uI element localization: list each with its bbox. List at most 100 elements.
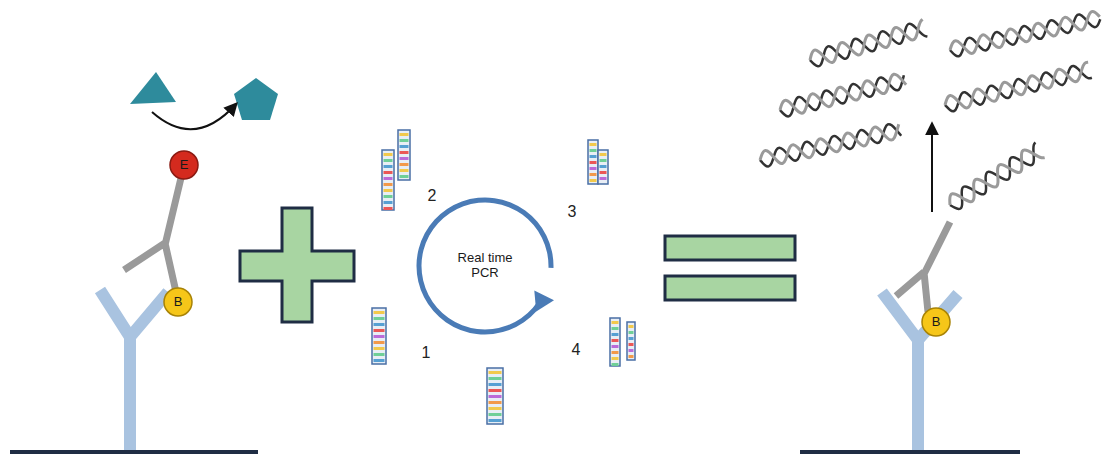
dna-fragment [598, 150, 608, 184]
base-pair [400, 175, 409, 178]
base-pair [590, 155, 597, 158]
circle-shape [164, 288, 192, 316]
base-pair [374, 323, 385, 326]
step-number: 3 [568, 203, 577, 221]
circle-letter: B [174, 295, 183, 310]
dna-fragment [588, 140, 598, 184]
base-pair [600, 159, 607, 162]
product [234, 78, 278, 120]
base-pair [629, 343, 634, 346]
dna-strand [760, 124, 901, 166]
detection-antibody [896, 222, 950, 312]
base-pair [600, 177, 607, 180]
capture-antibody [882, 292, 958, 450]
cycle-title: Real time PCR [445, 251, 525, 281]
dna-fragment [372, 308, 386, 364]
base-pair [374, 329, 385, 332]
reaction-arrow [152, 104, 236, 129]
base-pair [384, 207, 393, 210]
base-pair [489, 395, 502, 398]
dna-strand [945, 66, 1092, 111]
dna-strand [945, 62, 1088, 108]
base-pair [400, 157, 409, 160]
base-pair [600, 153, 607, 156]
base-pair [384, 171, 393, 174]
base-pair [612, 351, 619, 354]
base-pair [590, 143, 597, 146]
dna-strand [760, 124, 899, 163]
detection-antibody [124, 178, 181, 292]
dna-strand [780, 74, 906, 113]
base-pair [374, 335, 385, 338]
base-pair [590, 167, 597, 170]
base-pair [384, 177, 393, 180]
base-pair [629, 349, 634, 352]
base-pair [612, 321, 619, 324]
base-pair [400, 151, 409, 154]
base-pair [374, 347, 385, 350]
base-pair [590, 149, 597, 152]
base-pair [612, 339, 619, 342]
cycle-ring [417, 197, 554, 334]
dna-strand [950, 150, 1045, 205]
base-pair [400, 133, 409, 136]
base-pair [629, 325, 634, 328]
amplification-arrow [931, 124, 933, 212]
circle-shape [170, 151, 198, 179]
base-pair [489, 377, 502, 380]
label-circle: E [166, 147, 202, 183]
base-pair [600, 171, 607, 174]
surface [800, 450, 1020, 454]
dna-fragment [382, 150, 394, 210]
base-pair [374, 317, 385, 320]
base-pair [612, 363, 619, 366]
base-pair [489, 371, 502, 374]
base-pair [600, 165, 607, 168]
equals-sign [665, 276, 795, 300]
dna-strand [810, 19, 923, 62]
base-pair [612, 357, 619, 360]
base-pair [384, 183, 393, 186]
base-pair [590, 161, 597, 164]
base-pair [384, 201, 393, 204]
base-pair [612, 345, 619, 348]
base-pair [374, 341, 385, 344]
label-circle: B [160, 284, 196, 320]
surface [10, 450, 258, 454]
base-pair [400, 145, 409, 148]
dna-helices [760, 12, 1100, 209]
base-pair [384, 165, 393, 168]
circle-letter: B [932, 315, 941, 330]
capture-antibody [100, 290, 168, 450]
dna-fragment [610, 318, 620, 366]
base-pair [374, 359, 385, 362]
base-pair [489, 419, 502, 422]
circle-letter: E [180, 158, 189, 173]
base-pair [400, 169, 409, 172]
base-pair [489, 407, 502, 410]
dna-strand [950, 14, 1100, 56]
base-pair [489, 389, 502, 392]
base-pair [400, 139, 409, 142]
base-pair [374, 353, 385, 356]
base-pair [629, 337, 634, 340]
base-pair [590, 179, 597, 182]
dna-fragment [398, 130, 410, 180]
pcr-cycle: Real time PCR [415, 196, 555, 336]
substrate [130, 72, 176, 104]
step-number: 2 [428, 187, 437, 205]
step-number: 4 [572, 341, 581, 359]
circle-shape [922, 308, 950, 336]
dna-fragment [627, 322, 635, 360]
cycle-arrowhead [534, 290, 554, 311]
label-circle: B [918, 304, 954, 340]
step-number: 1 [422, 344, 431, 362]
base-pair [489, 413, 502, 416]
base-pair [384, 153, 393, 156]
base-pair [374, 311, 385, 314]
base-pair [384, 195, 393, 198]
base-pair [629, 331, 634, 334]
base-pair [590, 173, 597, 176]
